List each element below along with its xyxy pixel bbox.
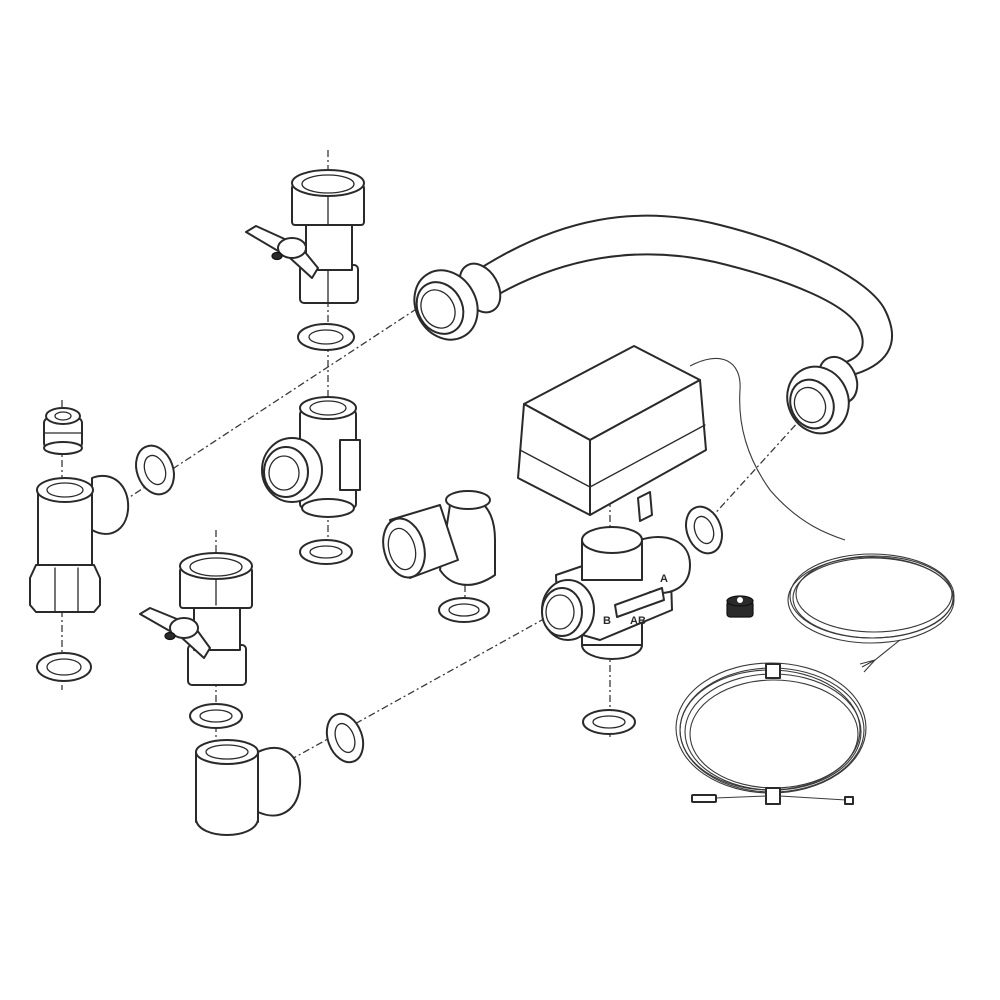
union-nut-right [786, 355, 859, 435]
actuator [517, 345, 846, 541]
port-label-ab: AB [630, 615, 646, 627]
elbow-fitting-bottom [195, 739, 302, 836]
washer-tee-bottom [299, 539, 353, 565]
port-label-a: A [660, 573, 668, 585]
washer-valve-bottom [582, 709, 636, 735]
washer-valve-right [685, 505, 723, 555]
three-way-valve: A B AB [541, 526, 691, 660]
washer-left-bottom [36, 652, 92, 682]
ball-valve-bottom [139, 552, 253, 686]
tee-fitting [261, 396, 361, 518]
elbow-fitting-middle [382, 490, 496, 586]
actuator-cable-coil [787, 553, 955, 673]
ball-valve-top [245, 169, 365, 304]
bypass-pipe [413, 214, 893, 435]
vent-plug [43, 407, 83, 455]
washer-top-valve [297, 323, 355, 351]
cable-grommet [726, 595, 754, 618]
port-label-b: B [603, 615, 611, 627]
washer-middle-elbow [438, 597, 490, 623]
washer-diagonal-bottom [325, 712, 365, 764]
angle-fitting-left [29, 474, 130, 613]
union-nut-left [413, 262, 502, 341]
washer-bottom-valve [189, 703, 243, 729]
sensor-cable-coil [675, 662, 867, 805]
washer-left-side [135, 444, 175, 496]
